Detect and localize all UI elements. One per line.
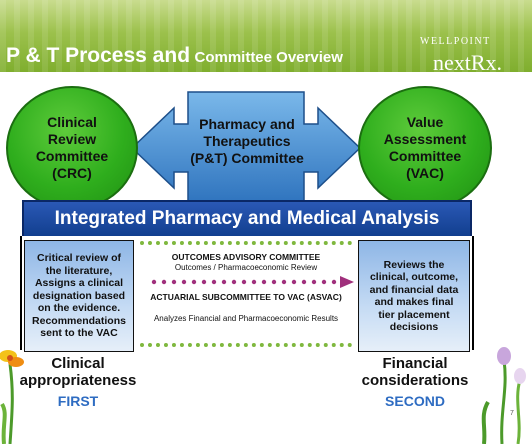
asvac-title: ACTUARIAL SUBCOMMITTEE TO VAC (ASVAC) [150,292,342,302]
oac-title: OUTCOMES ADVISORY COMMITTEE [171,252,321,262]
clinical-appropriateness-label: Clinical appropriateness [19,355,137,389]
integrated-analysis-bar: Integrated Pharmacy and Medical Analysis [22,200,472,238]
header-banner [0,0,532,72]
vac-description: Reviews the clinical, outcome, and finan… [369,258,459,334]
vac-label: Value Assessment Committee (VAC) [383,114,467,181]
dotted-arrow-right-icon [151,276,354,288]
title-rest: Committee Overview [194,49,343,66]
title-main: P & T Process and [6,44,191,67]
logo-nextrx: nextRx. [433,50,503,75]
vac-description-box: Reviews the clinical, outcome, and finan… [358,240,470,352]
header-texture [0,0,532,72]
crc-description: Critical review of the literature, Assig… [32,252,126,340]
oac-subtitle: Outcomes / Pharmacoeconomic Review [174,263,318,272]
flower-right-icon [481,347,526,444]
vac-circle: Value Assessment Committee (VAC) [358,86,492,210]
asvac-subtitle: Analyzes Financial and Pharmacoeconomic … [153,314,339,323]
crc-circle: Clinical Review Committee (CRC) [6,86,138,210]
second-label: SECOND [385,393,445,409]
page-title: P & T Process and Committee Overview [6,44,343,68]
crc-label: Clinical Review Committee (CRC) [35,114,109,181]
dotted-divider-bottom [140,343,352,347]
financial-considerations-label: Financial considerations [361,355,469,389]
crc-description-box: Critical review of the literature, Assig… [24,240,134,352]
page-number: 7 [510,410,514,417]
pt-committee-label: Pharmacy and Therapeutics (P&T) Committe… [190,116,304,166]
logo-wellpoint: WELLPOINT [420,36,491,47]
dotted-divider-top [140,241,352,245]
flower-left-icon [0,350,24,444]
first-label: FIRST [57,393,99,409]
